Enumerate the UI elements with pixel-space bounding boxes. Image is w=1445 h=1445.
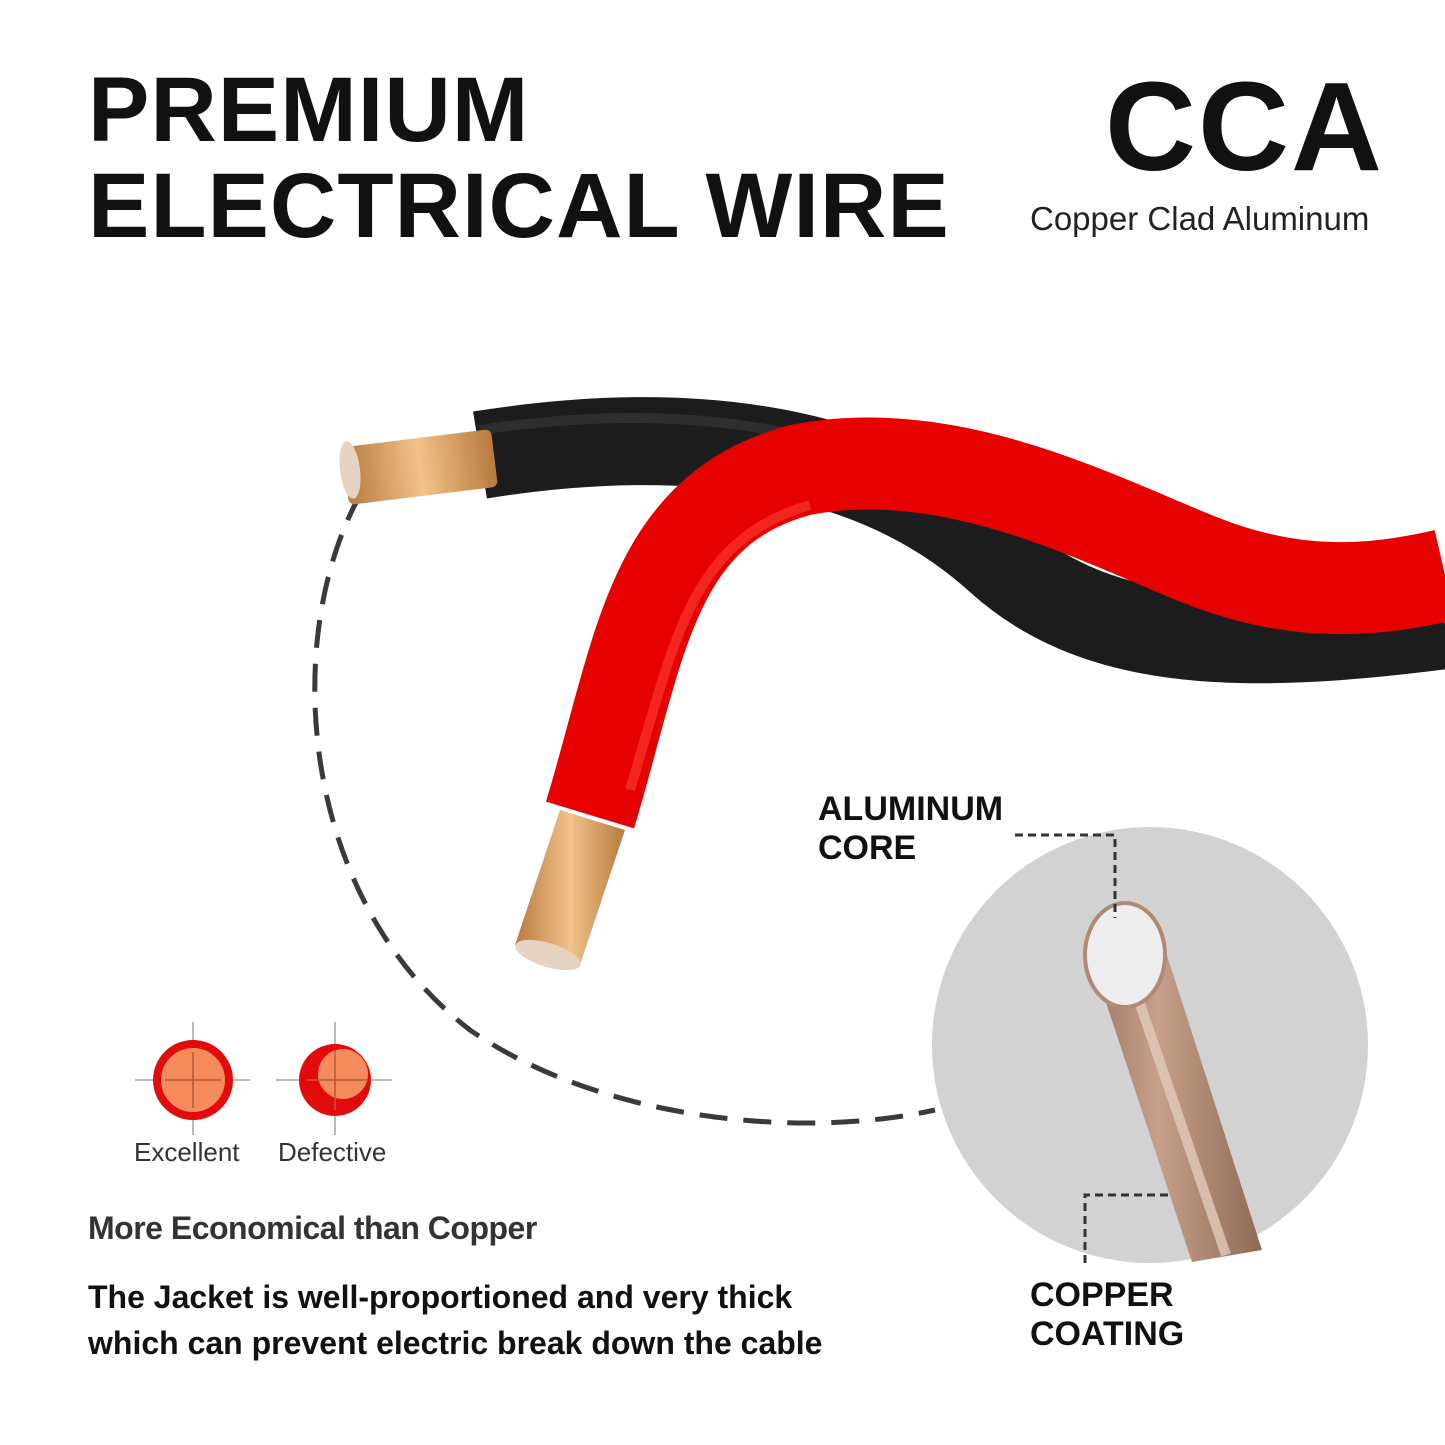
core-leader — [1015, 833, 1117, 918]
aluminum-core-label-line-2: CORE — [818, 829, 917, 867]
headline-line-1: PREMIUM — [88, 59, 530, 161]
cca-title: CCA — [1105, 56, 1384, 197]
headline-line-2: ELECTRICAL WIRE — [88, 155, 950, 257]
zoom-arc — [312, 493, 936, 1126]
cca-rod — [1083, 901, 1262, 1262]
coating-leader — [1083, 1193, 1168, 1268]
copper-coating-label-line-1: COPPER — [1030, 1276, 1174, 1314]
headline: PREMIUM ELECTRICAL WIRE — [88, 62, 950, 254]
black-wire — [473, 397, 1445, 684]
red-wire-copper-tip — [515, 810, 625, 971]
copper-coating-label-line-2: COATING — [1030, 1315, 1185, 1353]
defective-icon — [276, 1022, 392, 1135]
black-wire-copper-tip — [339, 429, 498, 505]
defective-label: Defective — [278, 1137, 387, 1167]
excellent-icon — [135, 1022, 250, 1135]
jacket-feature-line-1: The Jacket is well-proportioned and very… — [88, 1279, 793, 1315]
aluminum-core-label: ALUMINUM CORE — [818, 790, 1003, 868]
jacket-feature-line-2: which can prevent electric break down th… — [88, 1325, 823, 1361]
copper-coating-label: COPPER COATING — [1030, 1276, 1184, 1354]
red-wire — [545, 417, 1445, 829]
aluminum-core-label-line-1: ALUMINUM — [818, 790, 1004, 828]
cca-subtitle: Copper Clad Aluminum — [1030, 200, 1370, 237]
excellent-label: Excellent — [134, 1137, 240, 1167]
jacket-feature: The Jacket is well-proportioned and very… — [88, 1274, 988, 1366]
economy-feature: More Economical than Copper — [88, 1210, 537, 1246]
